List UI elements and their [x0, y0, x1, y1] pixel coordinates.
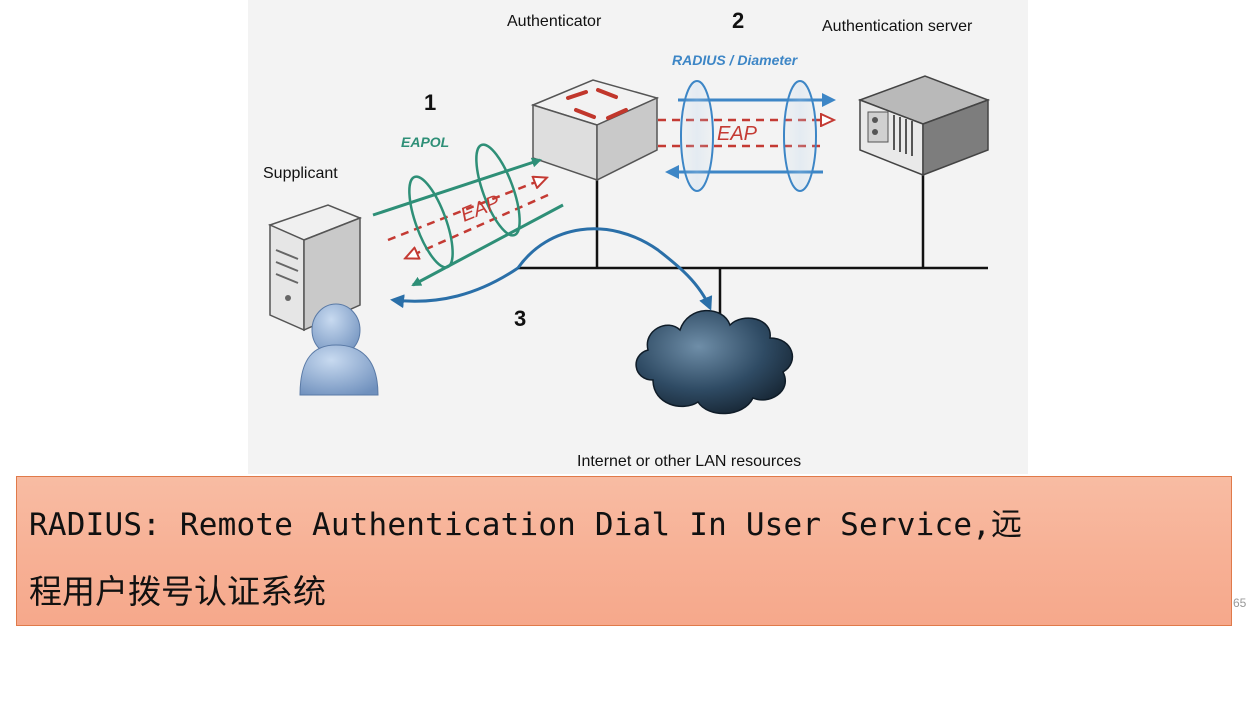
step-3-label: 3 — [514, 306, 526, 331]
diagram-panel: Authenticator Authentication server Supp… — [248, 0, 1028, 474]
radius-diameter-label: RADIUS / Diameter — [672, 52, 799, 68]
server-icon — [857, 75, 991, 177]
eapol-label: EAPOL — [401, 134, 449, 150]
user-icon — [299, 303, 379, 396]
computer-tower-icon — [267, 204, 363, 332]
network-lines — [518, 172, 988, 335]
flow-3-arrows — [390, 227, 713, 311]
eap-label-right: EAP — [717, 123, 758, 145]
caption-box: RADIUS: Remote Authentication Dial In Us… — [16, 476, 1232, 626]
authenticator-label: Authenticator — [507, 13, 602, 30]
switch-icon — [530, 79, 660, 182]
slide-number: 65 — [1233, 596, 1247, 610]
caption-line-1: RADIUS: Remote Authentication Dial In Us… — [29, 507, 1023, 543]
radius-rings — [680, 80, 817, 192]
eapol-arrows — [372, 157, 564, 287]
caption-line-2: 程用户拨号认证系统 — [29, 572, 326, 611]
cloud-icon — [635, 309, 794, 415]
network-diagram: Authenticator Authentication server Supp… — [263, 8, 991, 470]
eap-arrows-left — [387, 178, 548, 258]
supplicant-label: Supplicant — [263, 165, 338, 182]
step-1-label: 1 — [424, 90, 436, 115]
auth-server-label: Authentication server — [822, 18, 973, 35]
eapol-rings — [408, 143, 521, 269]
internet-label: Internet or other LAN resources — [577, 453, 801, 470]
step-2-label: 2 — [732, 8, 744, 33]
